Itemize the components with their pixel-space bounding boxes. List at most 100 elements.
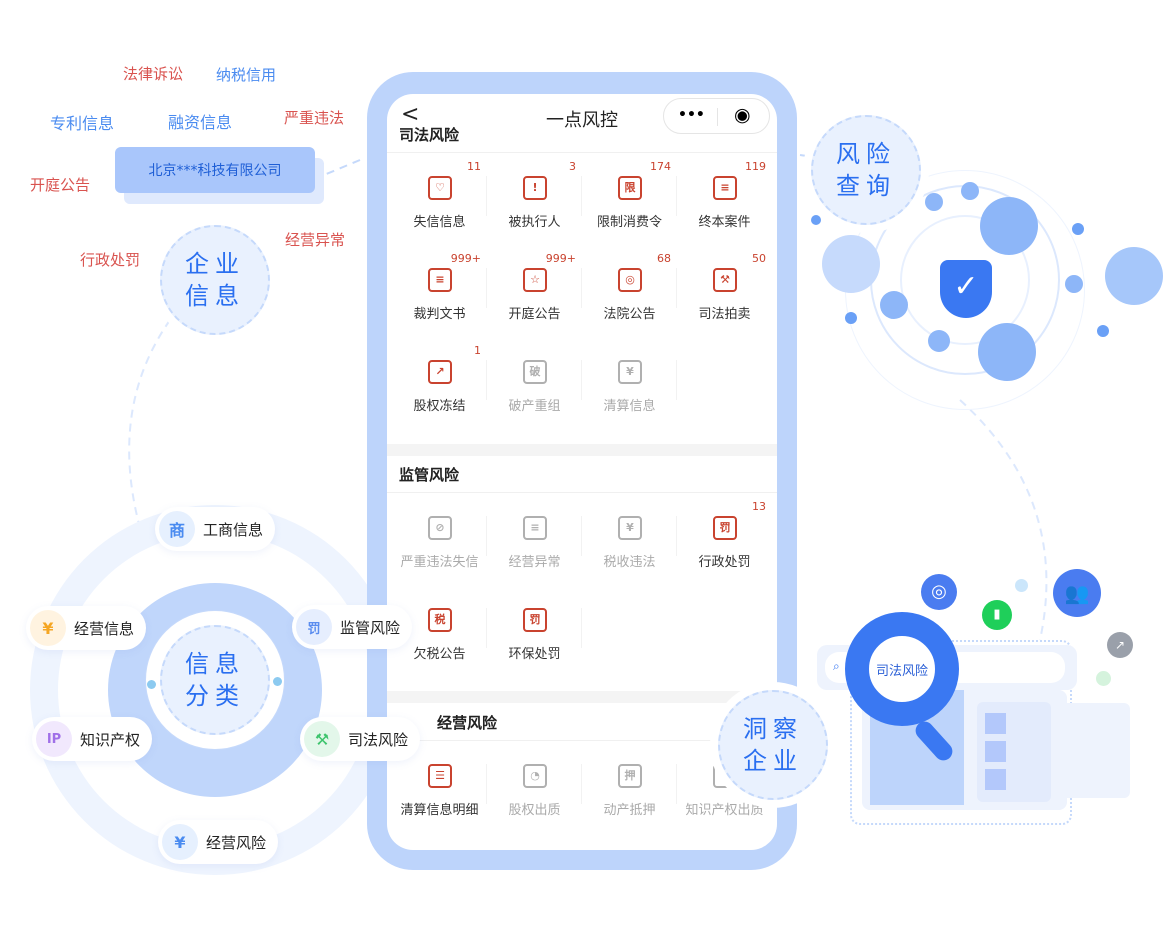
risk-item-icon: ≡ [428,268,452,292]
cell-separator [486,516,487,556]
section-band [387,444,777,456]
ring-dot [273,677,282,686]
cell-separator [676,516,677,556]
category-operation-risk[interactable]: ¥经营风险 [158,820,279,864]
trend-icon: ↗ [1107,632,1133,658]
category-label: 经营信息 [74,619,135,638]
risk-item[interactable]: ¥ 税收违法 [582,496,677,586]
back-button[interactable]: < [401,102,420,127]
risk-item-label: 失信信息 [413,215,466,230]
risk-item-count: 999+ [450,252,481,265]
risk-item[interactable]: 限 限制消费令 174 [582,156,677,246]
category-label: 工商信息 [203,520,264,539]
risk-item-icon: 破 [523,360,547,384]
ip-icon: IP [36,721,72,757]
category-label: 监管风险 [340,618,401,637]
cell-separator [486,608,487,648]
category-business-info[interactable]: 商工商信息 [155,507,276,551]
yen-alert-icon: ¥ [162,824,198,860]
risk-item[interactable]: ◎ 法院公告 68 [582,248,677,338]
risk-item[interactable]: ☆ 开庭公告 999+ [487,248,582,338]
list-thumb [985,741,1006,762]
risk-item[interactable]: 押 动产抵押 [582,744,677,834]
bubble-enterprise-info: 企业信息 [160,225,270,335]
cell-separator [486,764,487,804]
tag-legal: 法律诉讼 [123,65,184,83]
more-button[interactable]: ••• [678,107,705,123]
classification-center: 信息分类 [160,625,270,735]
risk-item[interactable]: ≡ 终本案件 119 [677,156,772,246]
risk-item-icon: ! [523,176,547,200]
capsule-divider [717,108,718,126]
cell-separator [486,176,487,216]
risk-item-label: 法院公告 [603,307,656,322]
cell-separator [676,360,677,400]
page-title: 一点风控 [546,110,618,131]
shield-icon: 商 [159,511,195,547]
tag-abnormal: 经营异常 [285,231,346,249]
risk-item-label: 终本案件 [698,215,751,230]
dot [880,291,908,319]
risk-item-icon: 押 [618,764,642,788]
gavel-icon: ⚒ [304,721,340,757]
risk-item-label: 清算信息 [603,399,656,414]
risk-item-label: 开庭公告 [508,307,561,322]
list-thumb [985,713,1006,734]
risk-item[interactable]: ☰ 清算信息明细 [392,744,487,834]
risk-item-count: 50 [752,252,766,265]
risk-item-count: 68 [657,252,671,265]
risk-item-icon: 税 [428,608,452,632]
risk-item-icon: ↗ [428,360,452,384]
risk-item[interactable]: ⊘ 严重违法失信 [392,496,487,586]
ring-dot [147,680,156,689]
dot [978,323,1036,381]
category-operation-info[interactable]: ¥经营信息 [26,606,147,650]
section-title: 监管风险 [399,466,460,484]
risk-item-count: 11 [467,160,481,173]
risk-item-count: 1 [474,344,481,357]
magnifier-lens: 司法风险 [845,612,959,726]
cell-separator [581,176,582,216]
risk-item-label: 股权冻结 [413,399,466,414]
risk-item[interactable]: ♡ 失信信息 11 [392,156,487,246]
risk-item[interactable]: 罚 环保处罚 [487,588,582,678]
risk-item[interactable]: ↗ 股权冻结 1 [392,340,487,430]
dot [925,193,943,211]
risk-item[interactable]: ! 被执行人 3 [487,156,582,246]
search-query: 司法风险 [875,663,928,679]
risk-item-icon: 限 [618,176,642,200]
risk-item[interactable]: 罚 行政处罚 13 [677,496,772,586]
risk-item[interactable]: 税 欠税公告 [392,588,487,678]
risk-item[interactable]: ⚒ 司法拍卖 50 [677,248,772,338]
tag-court-notice: 开庭公告 [30,176,91,194]
dot [822,235,880,293]
risk-item-label: 严重违法失信 [400,555,479,570]
section-title: 司法风险 [399,126,460,144]
dot [1096,671,1111,686]
category-ip[interactable]: IP 知识产权 [32,717,153,761]
risk-item-label: 欠税公告 [413,647,466,662]
risk-item-label: 知识产权出质 [685,803,764,818]
risk-item[interactable]: ≡ 经营异常 [487,496,582,586]
category-regulatory-risk[interactable]: 罚监管风险 [292,605,413,649]
risk-item[interactable]: ◔ 股权出质 [487,744,582,834]
risk-item[interactable]: ≡ 裁判文书 999+ [392,248,487,338]
dot [1072,223,1084,235]
cell-separator [676,268,677,308]
risk-item-icon: ☰ [428,764,452,788]
risk-item-count: 999+ [545,252,576,265]
risk-item-label: 股权出质 [508,803,561,818]
risk-item[interactable]: 破 破产重组 [487,340,582,430]
close-miniapp-button[interactable]: ◉ [734,104,751,126]
risk-item-icon: ⚒ [713,268,737,292]
category-judicial-risk[interactable]: ⚒ 司法风险 [300,717,421,761]
category-label: 知识产权 [80,730,141,749]
dot [845,312,857,324]
risk-item-count: 119 [745,160,766,173]
category-label: 司法风险 [348,730,409,749]
risk-item-label: 被执行人 [508,215,561,230]
risk-item-label: 动产抵押 [603,803,656,818]
cell-separator [486,360,487,400]
risk-item-icon: 罚 [713,516,737,540]
risk-item[interactable]: ¥ 清算信息 [582,340,677,430]
